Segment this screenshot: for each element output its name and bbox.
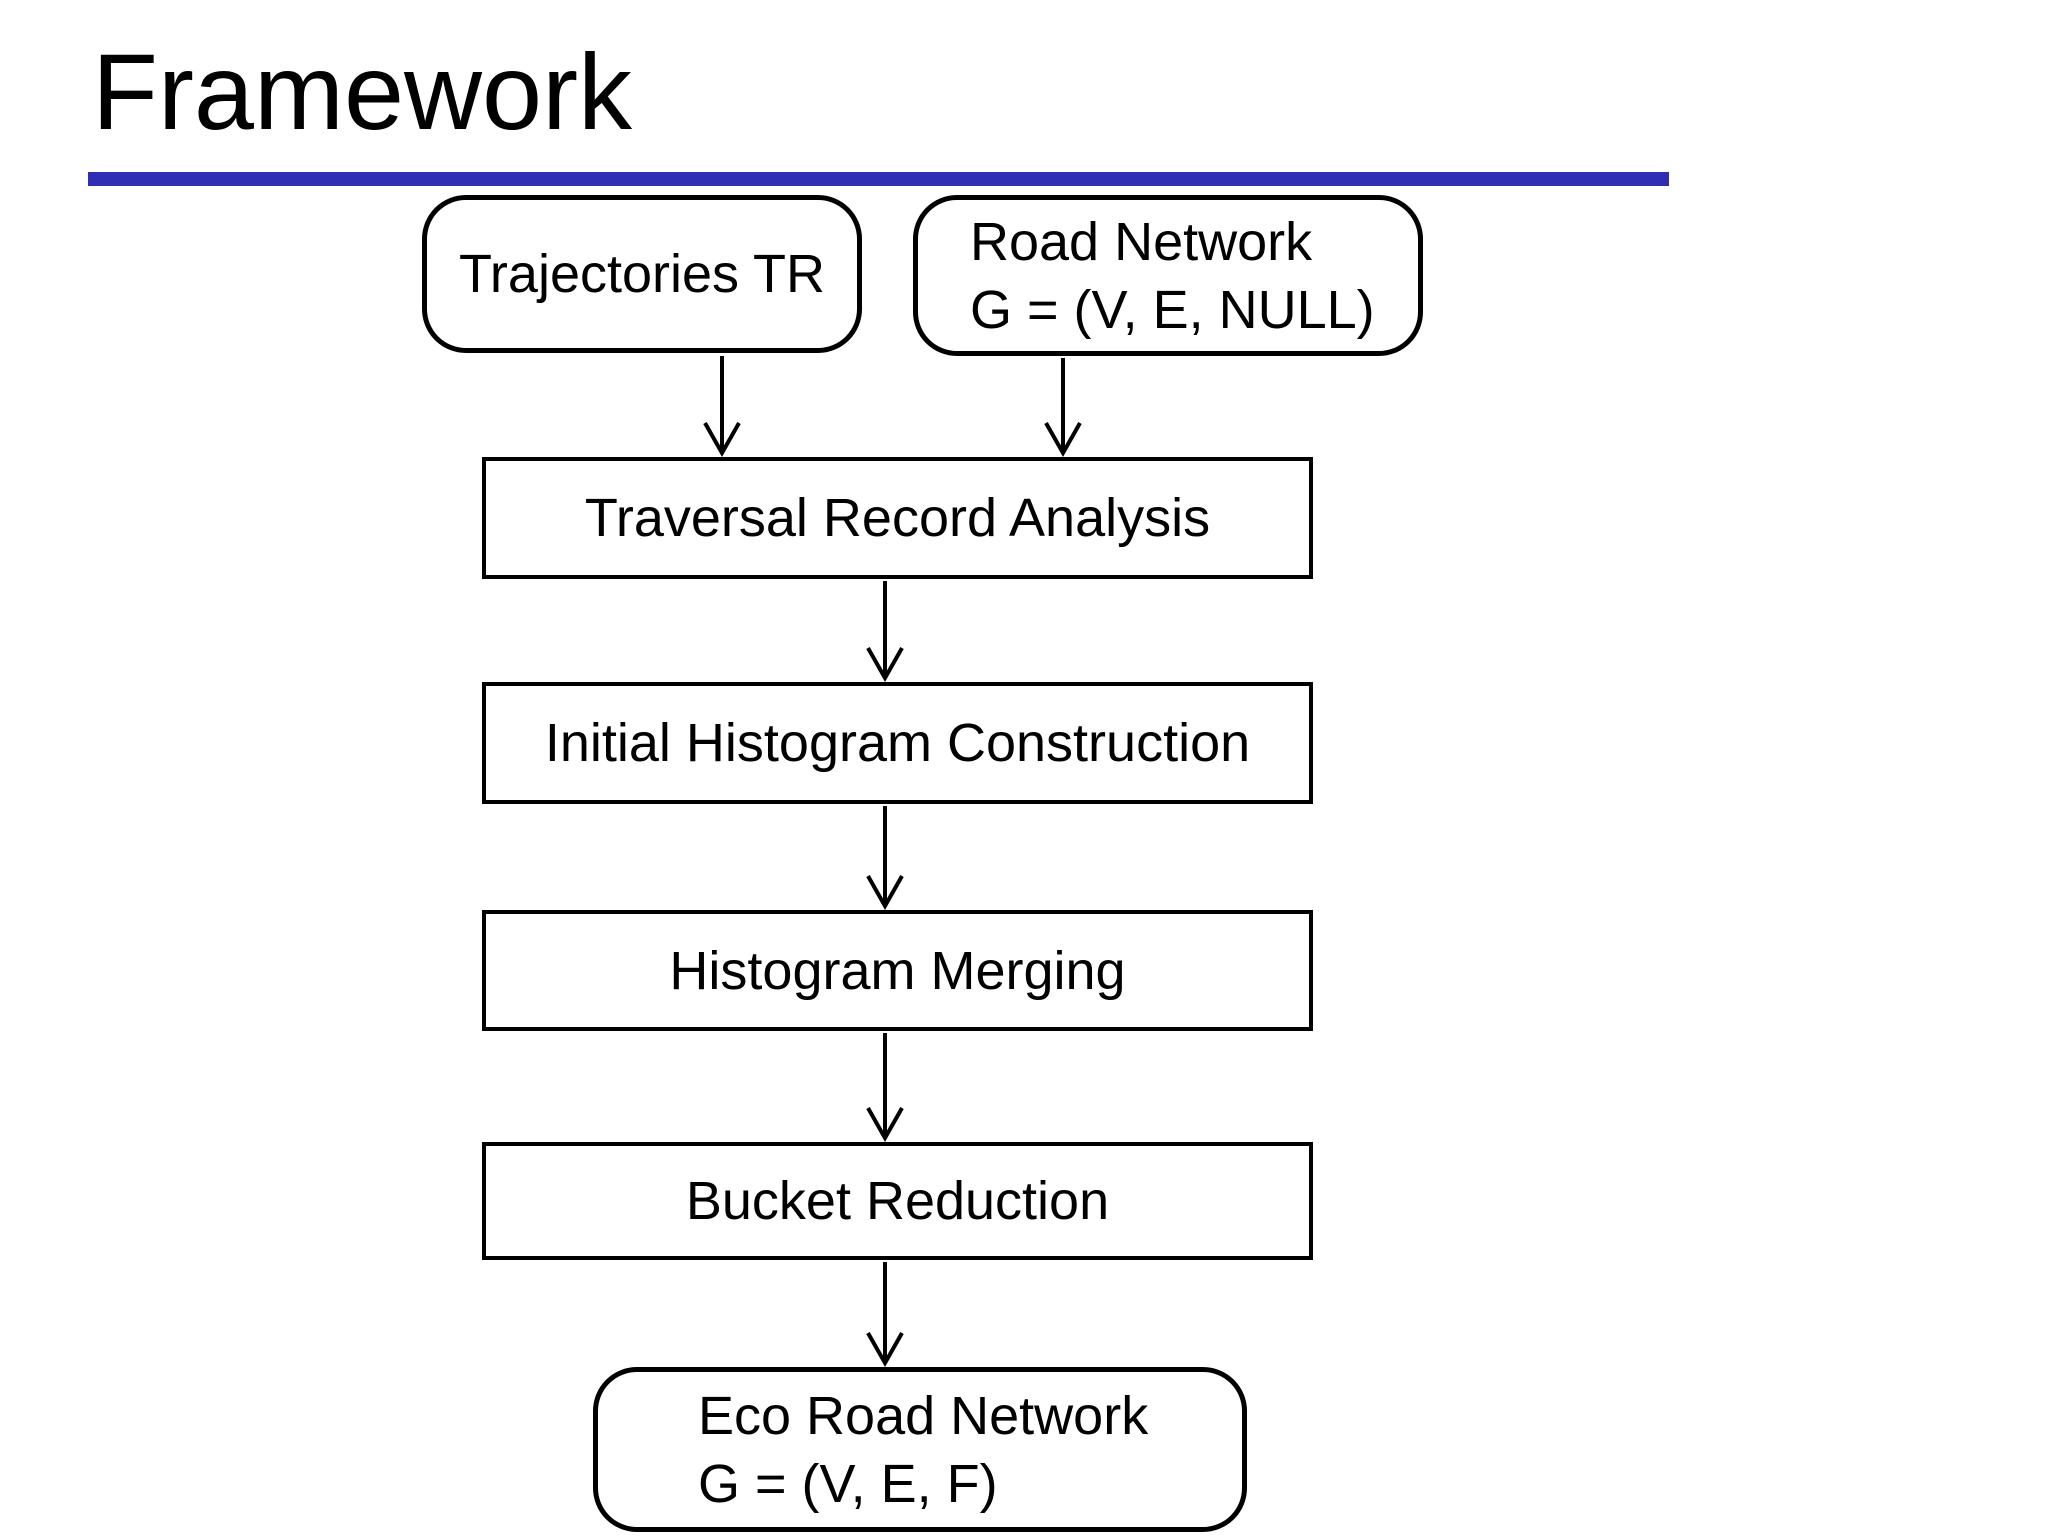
- node-eco-road-network-label: Eco Road Network: [698, 1385, 1149, 1446]
- node-road-network-label: Road Network: [970, 211, 1313, 272]
- arrow-traversal-to-initial-histogram: [866, 581, 904, 683]
- title-underline-rule: [88, 172, 1669, 186]
- node-bucket-reduction-label: Bucket Reduction: [685, 1171, 1110, 1231]
- node-road-network: Road Network G = (V, E, NULL): [913, 195, 1423, 356]
- arrow-road-network-to-traversal: [1044, 358, 1082, 458]
- node-trajectories: Trajectories TR: [422, 195, 862, 353]
- page-title: Framework: [92, 31, 633, 152]
- node-eco-road-network-sublabel: G = (V, E, F): [698, 1453, 998, 1514]
- node-eco-road-network: Eco Road Network G = (V, E, F): [593, 1367, 1247, 1532]
- arrow-histogram-merging-to-bucket-reduction: [866, 1033, 904, 1143]
- node-traversal-record-analysis-label: Traversal Record Analysis: [584, 488, 1211, 548]
- arrow-bucket-reduction-to-eco-road-network: [866, 1262, 904, 1368]
- node-histogram-merging: Histogram Merging: [482, 910, 1313, 1031]
- node-initial-histogram-construction: Initial Histogram Construction: [482, 682, 1313, 804]
- arrow-trajectories-to-traversal: [703, 356, 741, 458]
- node-histogram-merging-label: Histogram Merging: [669, 940, 1126, 1001]
- node-bucket-reduction: Bucket Reduction: [482, 1142, 1313, 1260]
- node-road-network-sublabel: G = (V, E, NULL): [970, 279, 1375, 340]
- arrow-initial-histogram-to-histogram-merging: [866, 806, 904, 911]
- node-traversal-record-analysis: Traversal Record Analysis: [482, 457, 1313, 579]
- node-initial-histogram-construction-label: Initial Histogram Construction: [544, 713, 1251, 773]
- node-trajectories-label: Trajectories TR: [458, 244, 826, 304]
